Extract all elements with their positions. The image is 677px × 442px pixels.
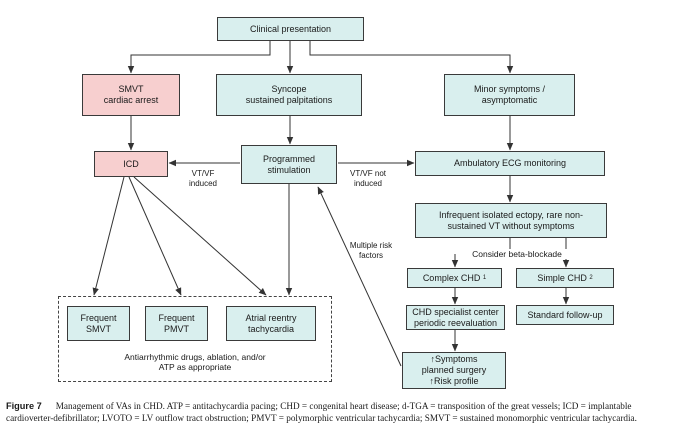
- node-infrequent-ectopy: Infrequent isolated ectopy, rare non- su…: [415, 203, 607, 238]
- node-frequent-smvt: Frequent SMVT: [67, 306, 130, 341]
- node-syncope: Syncope sustained palpitations: [216, 74, 362, 116]
- node-simple-chd: Simple CHD 2: [516, 268, 614, 288]
- node-programmed-stimulation: Programmed stimulation: [241, 145, 337, 184]
- arrow-clinical-to-minor: [309, 40, 514, 74]
- caption-text: Management of VAs in CHD. ATP = antitach…: [6, 401, 637, 423]
- node-clinical-presentation: Clinical presentation: [217, 17, 364, 41]
- arrow-icd-to-freq-pmvt: [128, 176, 182, 296]
- node-icd: ICD: [94, 151, 168, 177]
- complex-chd-text: Complex CHD: [422, 272, 481, 283]
- node-standard-follow-up: Standard follow-up: [516, 305, 614, 325]
- simple-chd-text: Simple CHD: [537, 272, 587, 283]
- arrow-icd-to-freq-smvt: [92, 176, 125, 296]
- figure-label: Figure 7: [6, 401, 42, 411]
- label-vtvf-induced: VT/VF induced: [188, 169, 218, 188]
- treatment-group: [58, 296, 332, 382]
- arrow-clinical-to-smvt: [127, 40, 271, 74]
- node-ambulatory-ecg: Ambulatory ECG monitoring: [415, 151, 605, 176]
- node-minor-symptoms: Minor symptoms / asymptomatic: [444, 74, 575, 116]
- node-chd-specialist: CHD specialist center periodic reevaluat…: [406, 305, 505, 330]
- arrow-icd-to-atrial: [133, 176, 267, 296]
- label-vtvf-not-induced: VT/VF not induced: [349, 169, 386, 188]
- arrow-risk-to-prog: [317, 186, 402, 367]
- node-atrial-reentry: Atrial reentry tachycardia: [226, 306, 316, 341]
- node-complex-chd: Complex CHD 1: [407, 268, 502, 288]
- node-smvt-cardiac-arrest: SMVT cardiac arrest: [82, 74, 180, 116]
- node-risk-profile: ↑Symptoms planned surgery ↑Risk profile: [402, 352, 506, 389]
- label-consider-beta-blockade: Consider beta-blockade: [462, 249, 572, 259]
- flowchart: Clinical presentation SMVT cardiac arres…: [58, 17, 614, 389]
- node-frequent-pmvt: Frequent PMVT: [145, 306, 208, 341]
- label-treatment: Antiarrhythmic drugs, ablation, and/or A…: [124, 352, 266, 372]
- label-multiple-risk-factors: Multiple risk factors: [349, 241, 393, 260]
